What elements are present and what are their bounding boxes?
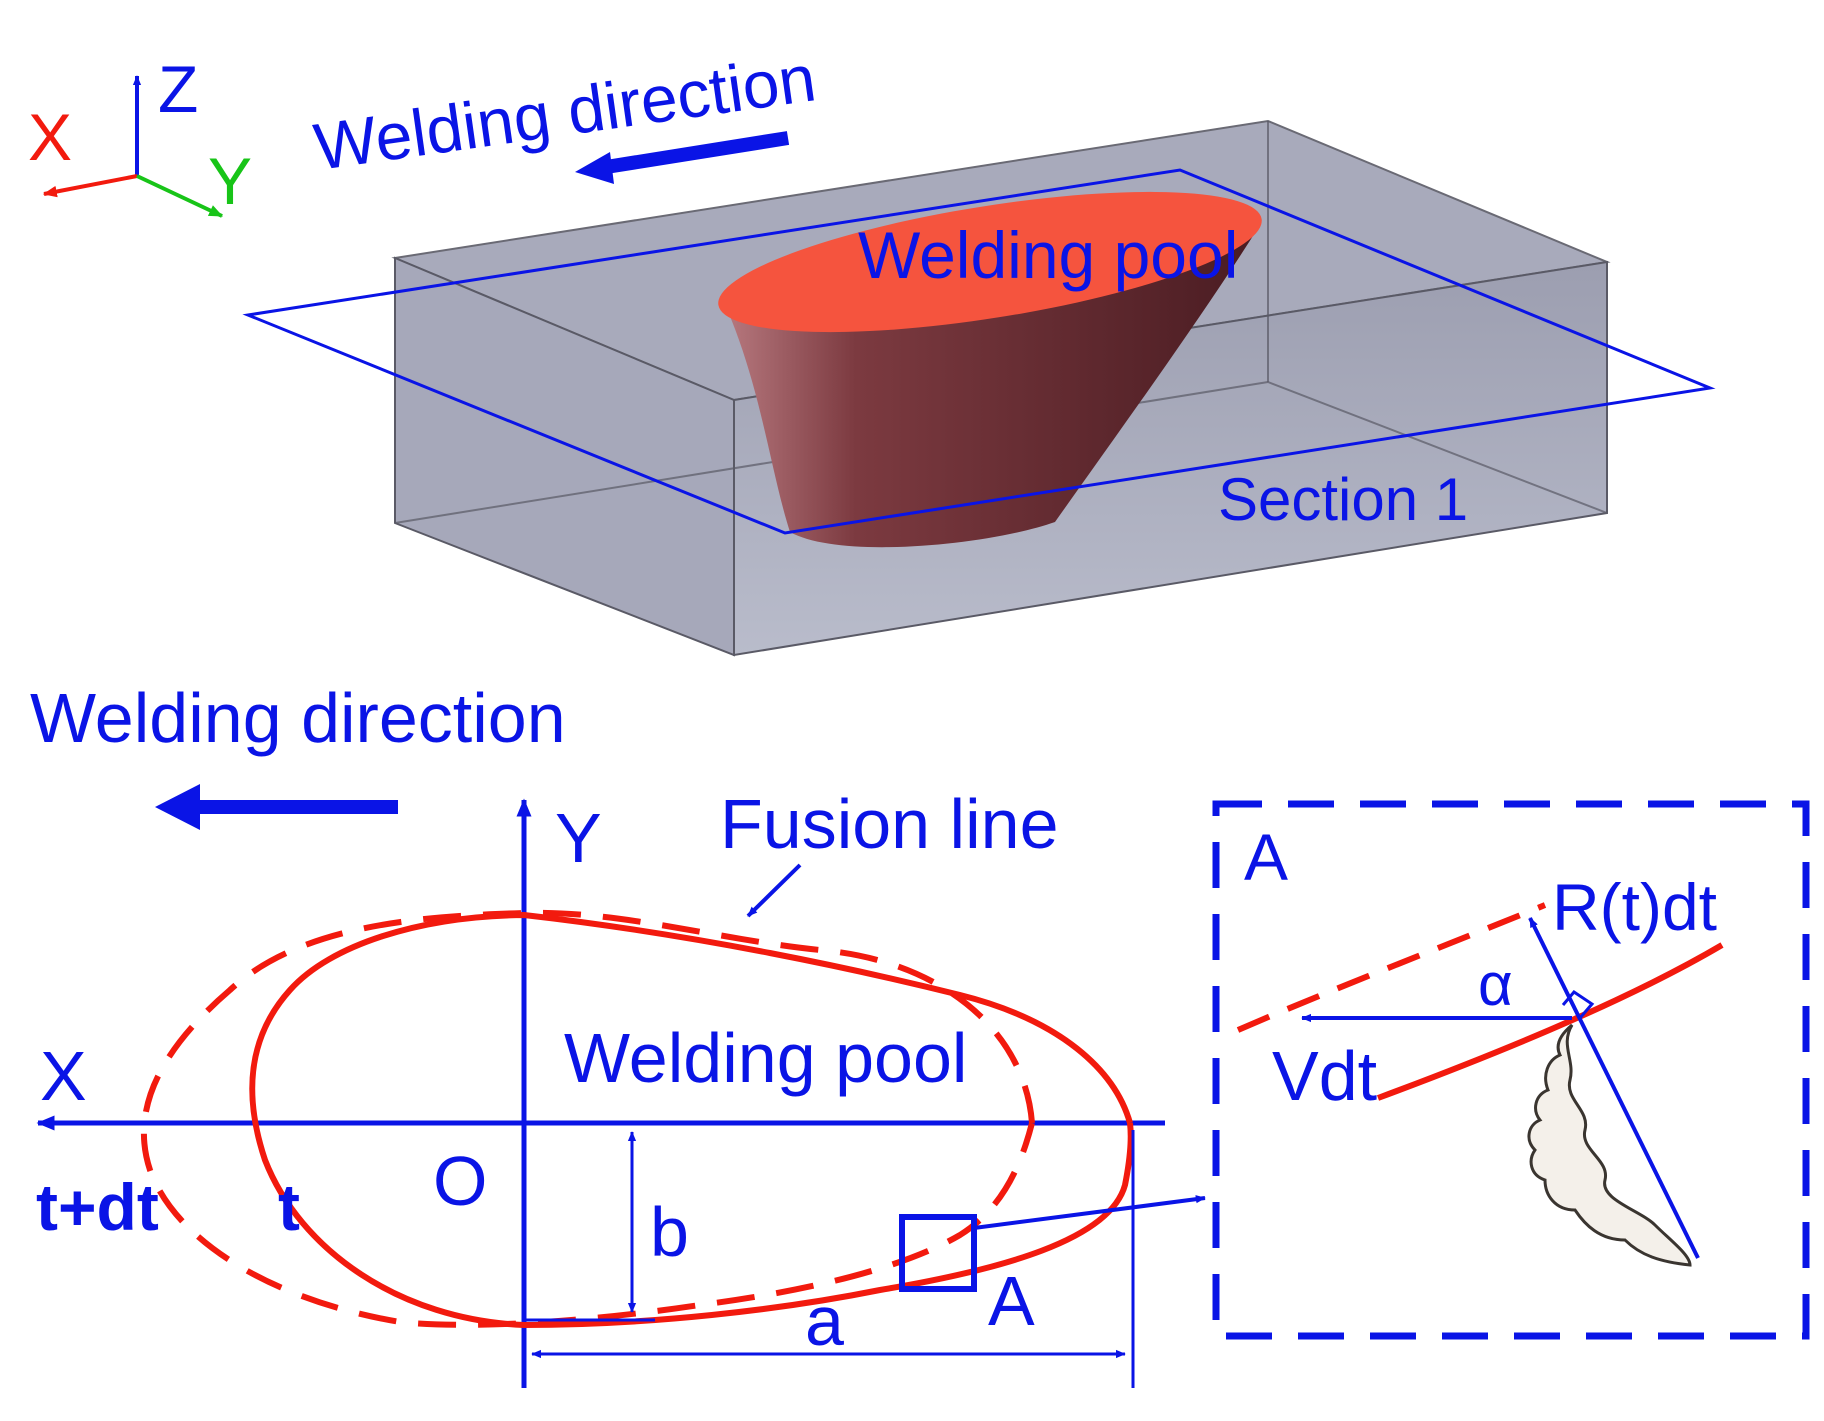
axis-y-label: Y bbox=[208, 144, 252, 218]
fusion-line-label: Fusion line bbox=[720, 785, 1059, 863]
dimension-a: a bbox=[531, 1130, 1135, 1388]
detail-box-a: A bbox=[899, 1195, 1206, 1340]
axis-triad-icon: Z X Y bbox=[28, 52, 252, 218]
axis-z-label: Z bbox=[158, 52, 198, 126]
arrow-left-icon bbox=[155, 784, 398, 830]
detail-fusion-dashed bbox=[1236, 902, 1547, 1033]
axis-y-2d-label: Y bbox=[555, 799, 602, 877]
box-a-label: A bbox=[988, 1262, 1035, 1340]
fusion-line-callout: Fusion line bbox=[720, 785, 1059, 918]
pool-3d-label: Welding pool bbox=[858, 218, 1238, 292]
a-label: a bbox=[805, 1282, 844, 1360]
pool-2d-label: Welding pool bbox=[564, 1019, 967, 1097]
detail-inset: A R(t)dt α Vdt bbox=[1212, 800, 1810, 1340]
origin-label: O bbox=[433, 1142, 487, 1220]
dendrite-icon bbox=[1527, 1023, 1692, 1267]
welding-direction-2d-label: Welding direction bbox=[30, 679, 566, 757]
detail-fusion-solid bbox=[1376, 942, 1724, 1101]
rdt-label: R(t)dt bbox=[1552, 870, 1717, 944]
section-label: Section 1 bbox=[1218, 466, 1468, 533]
welding-pool-3d bbox=[718, 191, 1262, 548]
axis-x-2d-label: X bbox=[40, 1037, 87, 1115]
t-label: t bbox=[278, 1170, 300, 1244]
fusion-line-t-plus-dt bbox=[140, 909, 1035, 1328]
fusion-line-t bbox=[249, 911, 1134, 1329]
detail-title: A bbox=[1244, 820, 1288, 894]
arrow-left-icon bbox=[575, 131, 790, 184]
t-plus-dt-label: t+dt bbox=[36, 1170, 159, 1244]
welding-direction-3d: Welding direction bbox=[310, 40, 820, 184]
welding-direction-3d-label: Welding direction bbox=[310, 40, 820, 184]
alpha-label: α bbox=[1478, 951, 1513, 1018]
dimension-b: b bbox=[524, 1131, 689, 1322]
section-plane bbox=[242, 168, 1716, 535]
axis-x-label: X bbox=[28, 100, 72, 174]
vdt-label: Vdt bbox=[1272, 1037, 1377, 1115]
b-label: b bbox=[650, 1193, 689, 1271]
